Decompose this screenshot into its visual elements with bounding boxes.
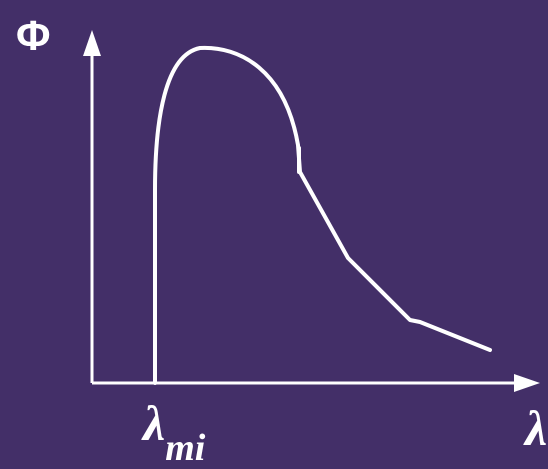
y-axis-label: Φ [16,12,50,59]
x-marker-label-main: λ [141,395,165,451]
distribution-curve [153,45,492,385]
x-marker-label: λmi [141,395,206,469]
x-marker-label-sub: mi [165,427,206,469]
x-axis-label: λ [523,400,547,456]
y-axis-arrow-icon [83,30,101,56]
x-axis-arrow-icon [514,374,540,392]
